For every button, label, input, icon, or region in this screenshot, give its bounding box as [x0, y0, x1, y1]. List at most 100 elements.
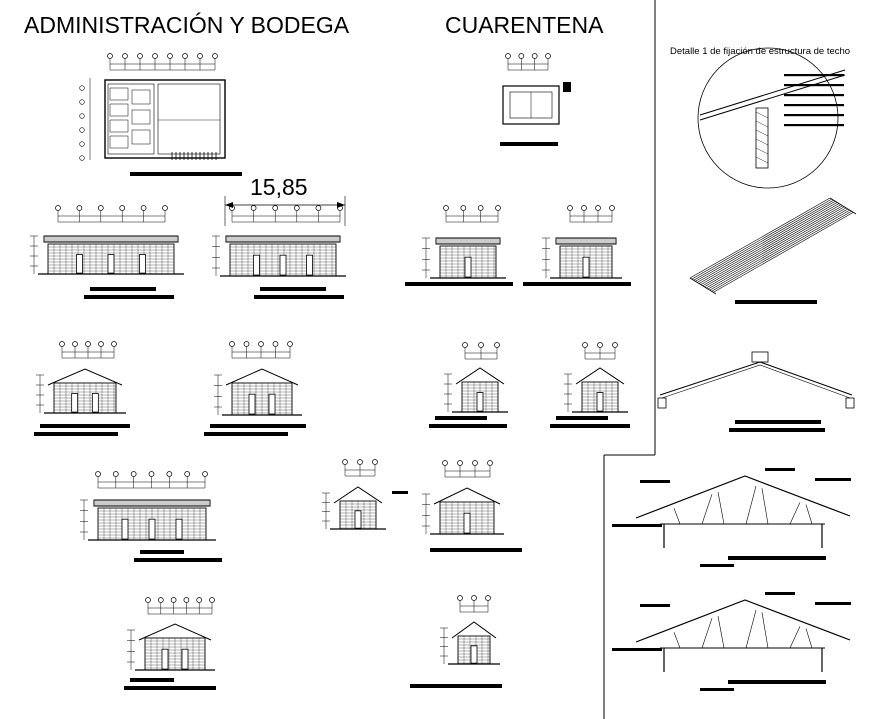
grid-bubble [597, 342, 603, 348]
room-partition [109, 119, 129, 133]
door-opening [354, 510, 362, 529]
callout-block [612, 524, 662, 527]
view-title-block [254, 295, 344, 299]
grid-bubble [258, 341, 264, 347]
grid-bubble [112, 471, 119, 477]
grid-bubble [471, 595, 477, 601]
wall-section [845, 397, 855, 409]
view-title-block [210, 424, 306, 428]
corrugated-sheet [698, 203, 840, 284]
grid-bubble [229, 205, 235, 211]
view-title-block [728, 680, 826, 684]
door-opening [76, 254, 83, 274]
door-opening [161, 648, 169, 670]
grid-bubble [137, 53, 143, 59]
title-cuarentena: CUARENTENA [445, 12, 604, 38]
roof-section [661, 364, 851, 399]
view-title-block [124, 686, 216, 690]
callout-block [765, 592, 795, 595]
grid-bubble [567, 205, 573, 211]
grid-bubble [243, 341, 250, 347]
truss-top-chord [635, 475, 851, 519]
callout-block [640, 604, 670, 607]
callout-block [700, 688, 734, 691]
corrugated-sheet [704, 206, 845, 288]
grid-bubble [582, 342, 588, 348]
grid-bubble [145, 597, 151, 603]
corrugated-sheet [702, 205, 843, 286]
grid-bubble [85, 341, 91, 347]
grid-bubble [157, 597, 164, 603]
grid-bubble [140, 205, 147, 211]
grid-bubble [478, 342, 484, 348]
grid-bubble [337, 205, 343, 211]
grid-bubble [167, 53, 173, 59]
grid-bubble [477, 205, 484, 211]
grid-bubble [442, 460, 448, 466]
corrugated-sheet [693, 199, 834, 281]
sheet-edge [829, 197, 857, 215]
grid-bubble [183, 597, 190, 603]
room-partition [131, 129, 151, 145]
view-title-block [410, 684, 502, 688]
detail-circle [697, 47, 839, 189]
room-partition [131, 109, 151, 125]
grid-bubble [182, 53, 188, 59]
view-title-block [405, 282, 513, 286]
grid-bubble [609, 205, 615, 211]
grid-bubble [122, 53, 128, 59]
grid-bubble [107, 53, 113, 59]
view-title-block [40, 424, 130, 428]
view-title-block [429, 424, 507, 428]
grid-bubble [495, 205, 501, 211]
roof-outline [455, 367, 505, 385]
view-title-block [523, 282, 631, 286]
door-opening [175, 518, 183, 540]
grid-bubble [209, 597, 215, 603]
door-symbol [563, 82, 571, 92]
post-hatch [755, 129, 769, 137]
view-title-block [90, 287, 156, 291]
door-opening [71, 393, 79, 413]
truss-web [701, 618, 713, 649]
grid-bubble [72, 341, 78, 347]
roof-outline [451, 621, 497, 639]
grid-bubble [98, 341, 104, 347]
corrugated-sheet [691, 198, 832, 280]
post-hatch [755, 138, 769, 146]
grid-bubble [357, 459, 363, 465]
truss-web [673, 632, 681, 649]
post-hatch [755, 120, 769, 128]
truss-web [717, 491, 725, 525]
floor-plan-outline [502, 85, 560, 125]
grid-bubble [472, 460, 478, 466]
grid-bubble [79, 127, 85, 133]
roof-outline [433, 487, 501, 505]
callout-block [784, 94, 844, 97]
room-block [107, 83, 155, 155]
label-block [392, 491, 408, 494]
corrugated-sheet [695, 201, 836, 282]
truss-web [805, 628, 813, 649]
grid-bubble [315, 205, 322, 211]
callout-block [815, 478, 851, 481]
callout-block [700, 564, 734, 567]
view-title-block [130, 172, 242, 176]
grid-bubble [595, 205, 601, 211]
grid-bubble [59, 341, 65, 347]
door-opening [91, 393, 99, 413]
grid-bubble [581, 205, 587, 211]
sheet-edge [689, 277, 717, 295]
door-opening [470, 645, 478, 664]
view-title-block [130, 678, 174, 682]
floor-plan-outline [104, 79, 226, 159]
grid-bubble [372, 459, 378, 465]
grid-bubble [202, 471, 208, 477]
corrugated-sheet [697, 202, 838, 283]
callout-block [815, 602, 851, 605]
door-opening [268, 393, 276, 415]
door-opening [148, 518, 156, 540]
room-partition [109, 135, 129, 149]
